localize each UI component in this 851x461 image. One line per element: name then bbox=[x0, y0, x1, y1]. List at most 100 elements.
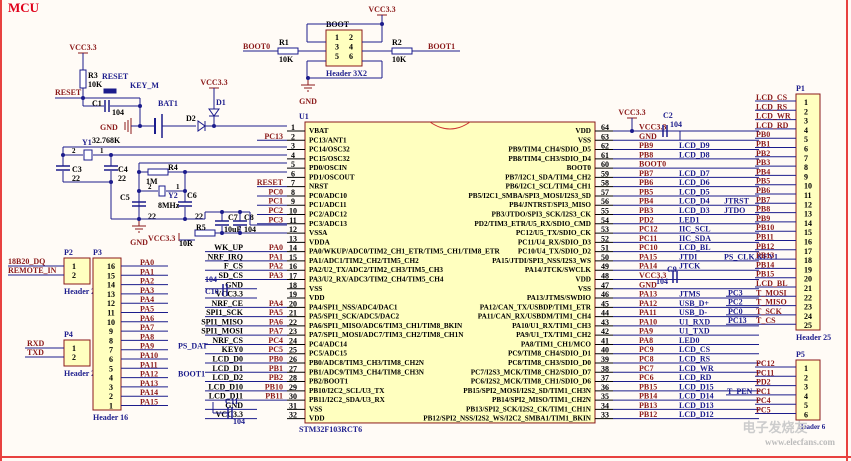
p1-pin-number: 17 bbox=[804, 247, 812, 256]
mcu-left-net-func: VCC3.3 bbox=[216, 410, 243, 419]
mcu-right-net-func: LED0 bbox=[679, 336, 699, 345]
mcu-left-pin-number: 5 bbox=[291, 160, 295, 169]
boot-vcc-label: VCC3.3 bbox=[368, 5, 395, 14]
c11-designator: C11 bbox=[225, 397, 238, 406]
mcu-right-pin-number: 34 bbox=[601, 401, 609, 410]
mcu-left-net-port: PA4 bbox=[269, 299, 283, 308]
mcu-right-net-port: PB9 bbox=[639, 141, 653, 150]
mcu-right-pin-number: 56 bbox=[601, 197, 609, 206]
p3-side-label: BOOT1 bbox=[178, 370, 205, 379]
mcu-left-pin-name: PA2/U2_TX/ADC2/TIM2_CH3/TIM5_CH3 bbox=[309, 266, 443, 274]
mcu-right-pin-number: 53 bbox=[601, 225, 609, 234]
mcu-right-pin-number: 59 bbox=[601, 169, 609, 178]
p1-pin-number: 12 bbox=[804, 200, 812, 209]
c3-designator: C3 bbox=[72, 165, 82, 174]
r1-designator: R1 bbox=[279, 38, 289, 47]
boot-header-pin-number: 4 bbox=[349, 43, 353, 52]
p3-net-label: PA11 bbox=[140, 360, 158, 369]
mcu-right-net-port: GND bbox=[639, 280, 657, 289]
p3-net-label: PA1 bbox=[140, 267, 154, 276]
junction-dot bbox=[630, 129, 634, 133]
mcu-right-pin-number: 47 bbox=[601, 281, 609, 290]
p1-net-label: PB14 bbox=[756, 260, 774, 269]
p1-pin-number: 22 bbox=[804, 293, 812, 302]
p5-pin-number: 4 bbox=[804, 392, 808, 401]
mcu-left-pin-name: PC1/ADC11 bbox=[309, 201, 347, 209]
mcu-right-pin-name: PA9/U1_TX/TIM1_CH2 bbox=[516, 331, 591, 339]
mcu-right-net-port: PD2 bbox=[639, 215, 654, 224]
p5-side-label: T_PEN bbox=[727, 387, 753, 396]
c5-designator: C5 bbox=[120, 193, 130, 202]
p5-net-label: PC12 bbox=[756, 359, 775, 368]
mcu-left-pin-number: 23 bbox=[289, 327, 297, 336]
p1-pin-number: 10 bbox=[804, 182, 812, 191]
mcu-left-pin-name: VDD bbox=[309, 415, 325, 423]
p4-pin-number: 2 bbox=[72, 353, 76, 362]
p3-pin-number: 9 bbox=[109, 327, 113, 336]
mcu-left-net-port: PC13 bbox=[264, 132, 283, 141]
boot-header-body bbox=[325, 29, 363, 67]
p1-net-label: PB3 bbox=[756, 158, 770, 167]
p1-net-label: PB15 bbox=[756, 270, 774, 279]
mcu-right-pin-number: 37 bbox=[601, 374, 609, 383]
mcu-left-pin-number: 8 bbox=[291, 188, 295, 197]
p1-pin-number: 23 bbox=[804, 303, 812, 312]
mcu-right-pin-name: VDD bbox=[575, 127, 591, 135]
c11-value: 104 bbox=[233, 417, 245, 426]
p3-pin-number: 15 bbox=[107, 271, 115, 280]
mcu-left-net-port: PC0 bbox=[268, 187, 283, 196]
mcu-right-pin-name: VSS bbox=[578, 285, 591, 293]
y2-pin1: 1 bbox=[176, 183, 180, 191]
y1-designator: Y1 bbox=[82, 138, 92, 147]
p3-pin-number: 1 bbox=[109, 402, 113, 411]
p3-pin-number: 4 bbox=[109, 374, 113, 383]
mcu-left-pin-name: PB1/ADC9/TIM3_CH4/TIM8_CH3N bbox=[309, 368, 425, 376]
mcu-right-pin-name: VSS bbox=[578, 136, 591, 144]
boot-header-pin-number: 1 bbox=[335, 33, 339, 42]
mcu-left-pin-name: PA4/SPI1_NSS/ADC4/DAC1 bbox=[309, 303, 398, 311]
c3-value: 22 bbox=[72, 174, 80, 183]
p3-net-label: PA13 bbox=[140, 379, 158, 388]
y2-value: 8MHz bbox=[158, 201, 180, 210]
mcu-right-pin-number: 49 bbox=[601, 262, 609, 271]
p4-net-label: TXD bbox=[27, 348, 44, 357]
mcu-right-net-port: PC9 bbox=[639, 345, 654, 354]
p4-designator: P4 bbox=[64, 330, 73, 339]
p3-net-label: PA0 bbox=[140, 258, 154, 267]
junction-dot bbox=[238, 231, 242, 235]
mcu-left-net-func: VCC3.3 bbox=[216, 290, 243, 299]
mcu-right-net-func: LCD_D4 bbox=[679, 197, 710, 206]
p5-net-label: PC4 bbox=[756, 396, 771, 405]
mcu-left-pin-name: PA5/SPI1_SCK/ADC5/DAC2 bbox=[309, 313, 400, 321]
mcu-right-pin-name: PB6/I2C1_SCL/TIM4_CH1 bbox=[506, 183, 592, 191]
mcu-left-pin-name: PC13/ANT1 bbox=[309, 136, 347, 144]
mcu-left-net-port: PB0 bbox=[269, 355, 283, 364]
mcu-right-net-port: PB3 bbox=[639, 206, 653, 215]
mcu-right-net-extra: JTDO bbox=[724, 206, 745, 215]
mcu-right-pin-number: 51 bbox=[601, 244, 609, 253]
p1-pin-number: 20 bbox=[804, 275, 812, 284]
p1-net-label: LCD_BL bbox=[756, 279, 788, 288]
y1-value: 32.768K bbox=[92, 136, 121, 145]
mcu-right-net-func: LCD_RD bbox=[679, 373, 712, 382]
d2-diode bbox=[197, 120, 206, 132]
mcu-left-pin-name: PC14/OSC32 bbox=[309, 146, 350, 154]
mcu-right-pin-number: 55 bbox=[601, 207, 609, 216]
p5-net-label: PC1 bbox=[756, 387, 771, 396]
p1-pin-number: 15 bbox=[804, 228, 812, 237]
mcu-left-net-port: PA1 bbox=[269, 252, 283, 261]
mcu-right-net-port: PB7 bbox=[639, 169, 653, 178]
p5-pin-number: 3 bbox=[804, 383, 808, 392]
mcu-left-pin-number: 7 bbox=[291, 179, 295, 188]
p2-pin-number: 2 bbox=[72, 271, 76, 280]
c5-value: 22 bbox=[148, 212, 156, 221]
p3-net-label: PA6 bbox=[140, 314, 154, 323]
p2-pin-number: 1 bbox=[72, 262, 76, 271]
frame-right-border bbox=[846, 0, 848, 461]
mcu-left-net-func: GND bbox=[225, 401, 243, 410]
p3-designator: P3 bbox=[93, 248, 102, 257]
mcu-right-pin-number: 38 bbox=[601, 364, 609, 373]
c1-value: 104 bbox=[112, 108, 124, 117]
p1-net-label: PB11 bbox=[756, 233, 774, 242]
c10-value: 104 bbox=[205, 275, 217, 284]
